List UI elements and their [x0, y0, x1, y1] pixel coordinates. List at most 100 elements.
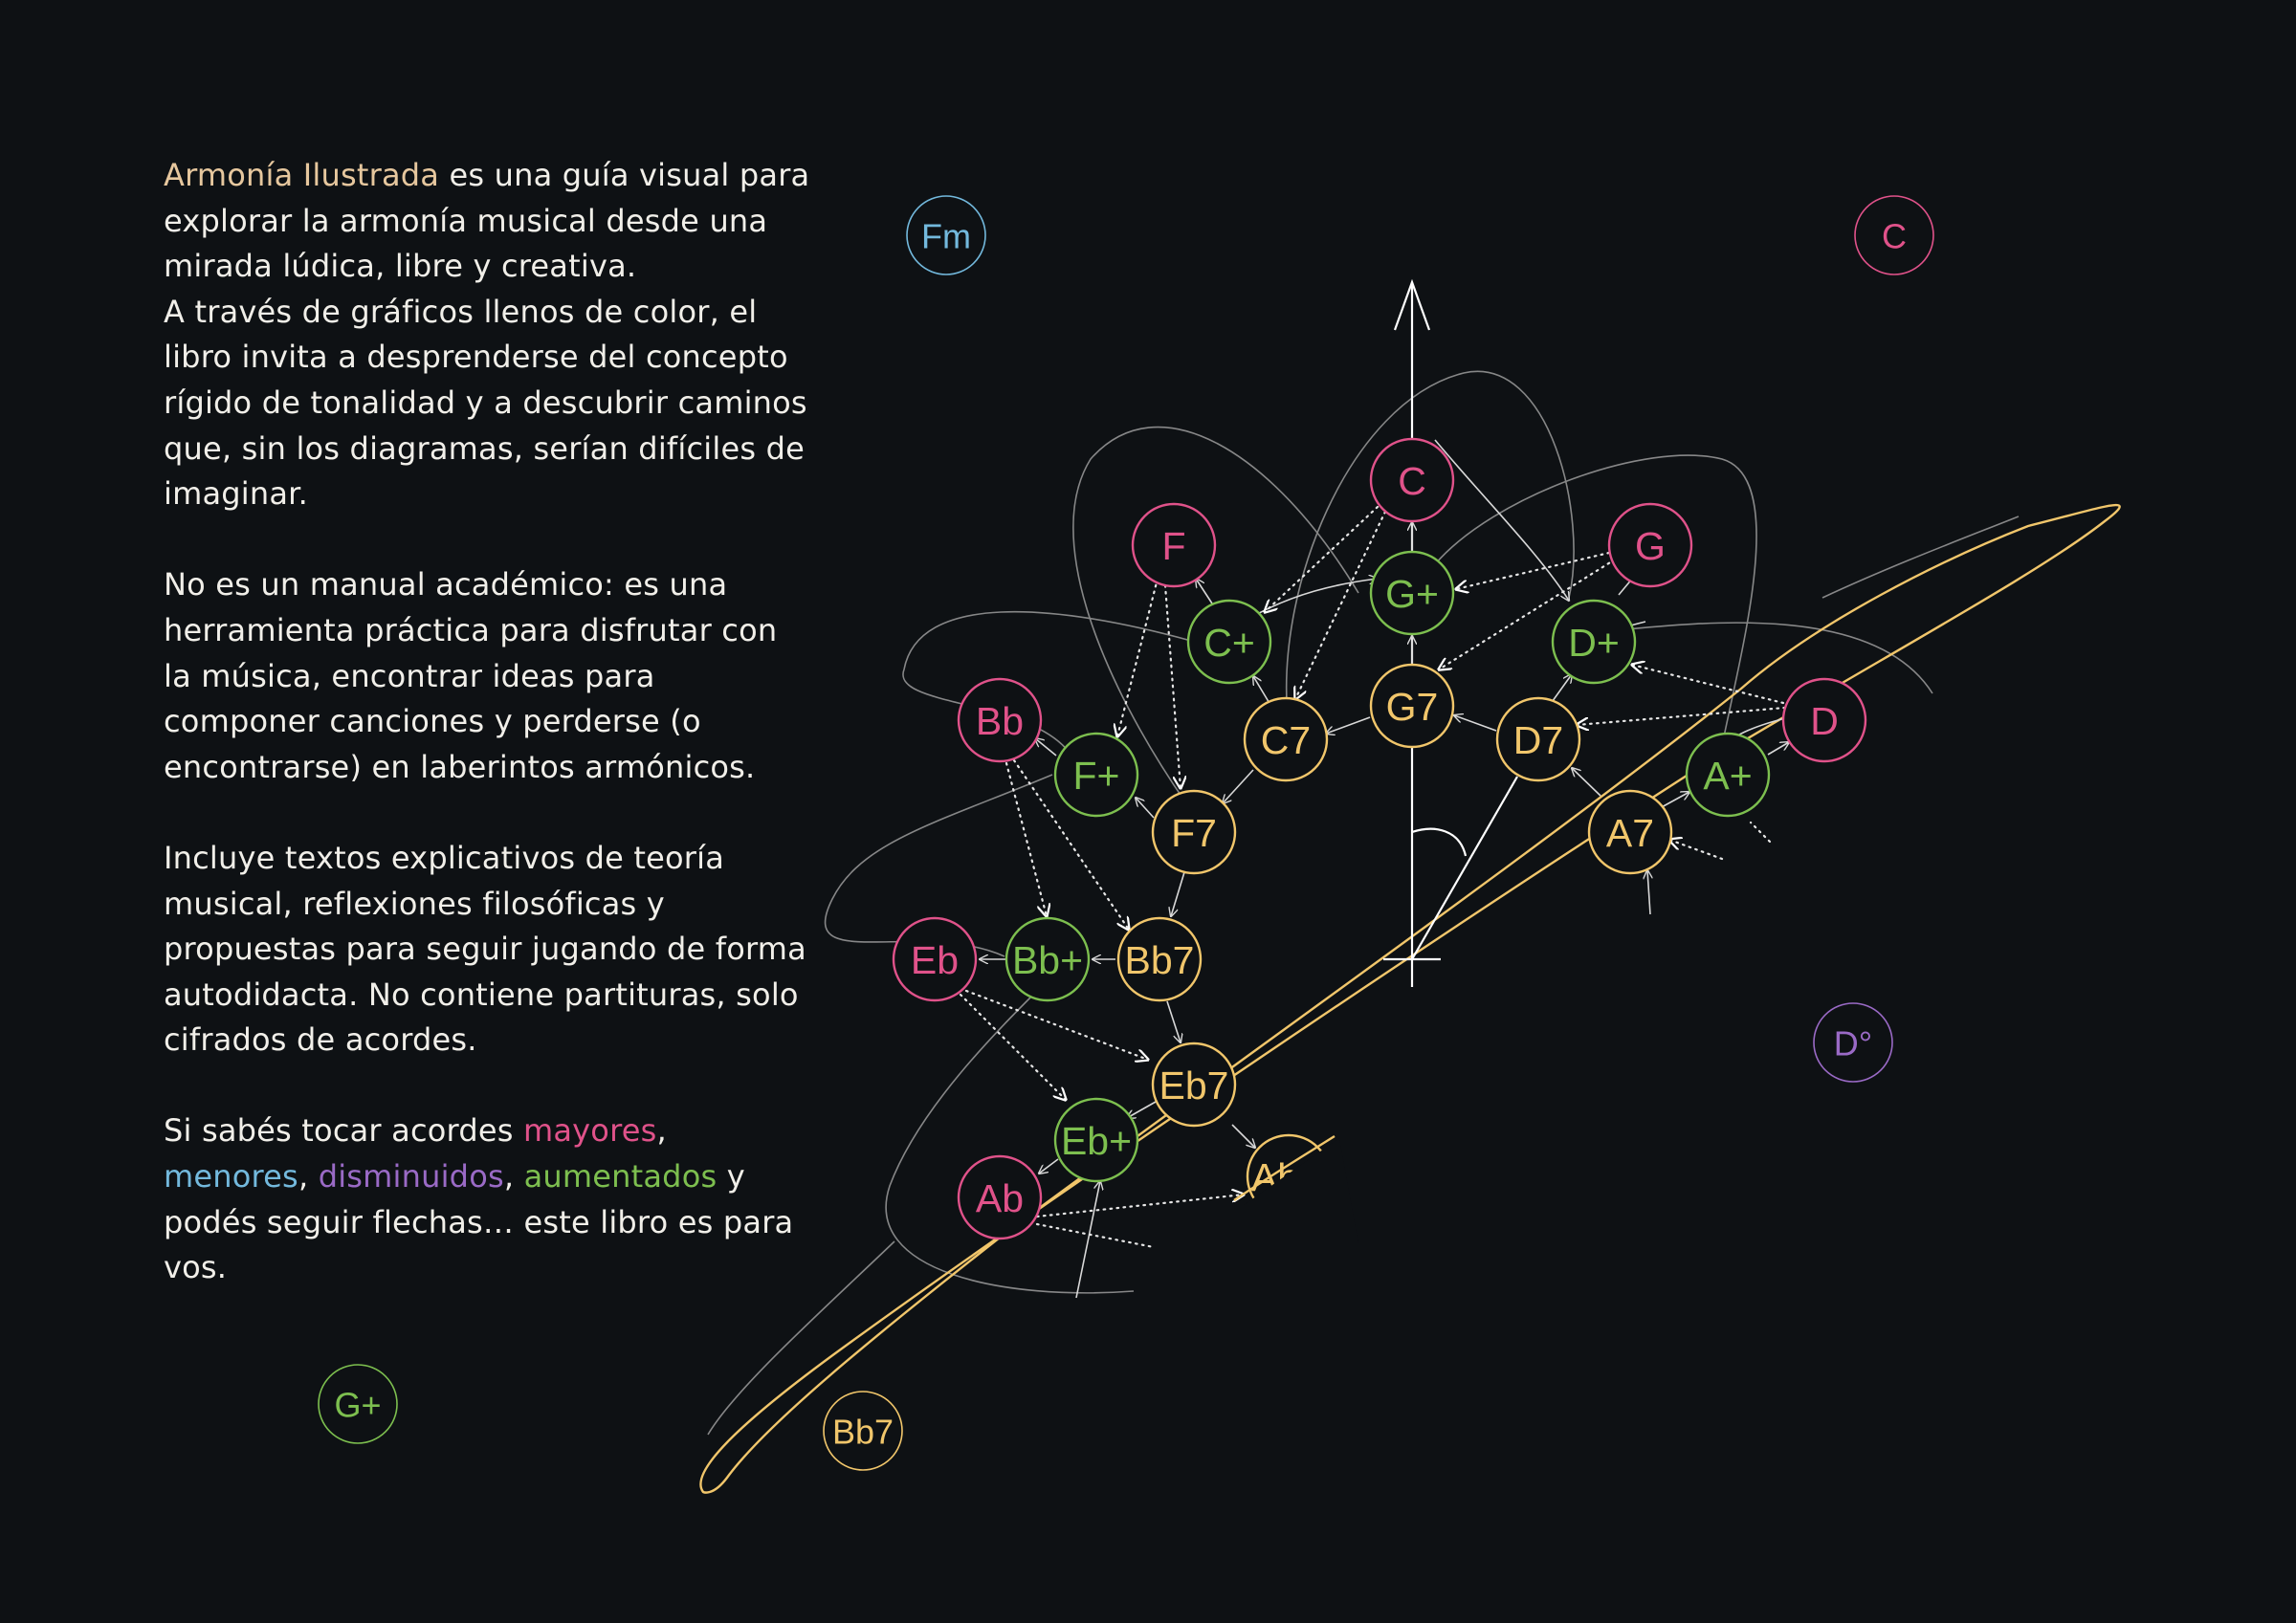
node-c7-label: C7 [1261, 718, 1311, 762]
floating-g-aug-label: G+ [334, 1386, 381, 1425]
dot-ellipse-to-a7 [1669, 840, 1724, 861]
node-ab-label: Ab [976, 1176, 1024, 1220]
node-d-aug: D+ [1551, 599, 1637, 685]
ab7-mask [1244, 1138, 1358, 1243]
node-bb-aug: Bb+ [1004, 916, 1091, 1002]
edge-a7-to-d7 [1572, 768, 1601, 797]
dot-g-to-g-aug [1456, 551, 1611, 589]
node-d7-label: D7 [1513, 718, 1563, 762]
word-disminuidos: disminuidos [318, 1158, 504, 1195]
paragraph-2: No es un manual académico: es una herram… [164, 566, 778, 785]
node-a-aug-label: A+ [1703, 754, 1752, 798]
loop-ab-bottom [885, 984, 1135, 1294]
book-title: Armonía Ilustrada [164, 157, 440, 193]
edge-f-aug-to-bb [1035, 738, 1057, 757]
edge-eb7-to-ab7 [1231, 1124, 1255, 1148]
axis-angle-arc [1411, 827, 1468, 857]
dot-bb-to-bb-aug [1004, 761, 1047, 916]
comma-1: , [656, 1112, 667, 1150]
edge-g-aug-curve [1243, 579, 1378, 623]
node-eb-aug-label: Eb+ [1061, 1119, 1132, 1163]
paragraph-4-start: Si sabés tocar acordes [164, 1112, 523, 1150]
edge-bottom-to-a7 [1647, 870, 1650, 915]
floating-g-aug: G+ [318, 1364, 398, 1444]
node-eb: Eb [892, 916, 978, 1002]
node-c-aug-label: C+ [1203, 621, 1255, 665]
node-eb-label: Eb [911, 938, 959, 982]
node-g7: G7 [1369, 663, 1455, 749]
dot-bb-to-bb7 [1012, 758, 1129, 930]
node-c-label: C [1398, 459, 1426, 503]
edge-f7-to-f-aug [1136, 798, 1155, 819]
node-f: F [1131, 502, 1217, 588]
ab7-mask-edge [1233, 1134, 1336, 1201]
node-g-aug-label: G+ [1385, 572, 1439, 616]
node-f-label: F [1161, 524, 1185, 568]
floating-bb7-label: Bb7 [832, 1413, 894, 1452]
paragraph-4: Si sabés tocar acordes mayores, menores,… [164, 1108, 814, 1290]
dot-f-to-f7 [1163, 583, 1181, 788]
edge-c7-to-c-aug [1253, 676, 1271, 706]
comma-2: , [298, 1158, 319, 1195]
node-c: C [1369, 437, 1455, 523]
dot-ellipse-to-a-aug [1749, 821, 1772, 844]
node-d-aug-label: D+ [1568, 621, 1620, 665]
edge-bb7-to-eb7 [1166, 1000, 1181, 1042]
node-f7-label: F7 [1171, 811, 1217, 855]
floating-fm: Fm [906, 195, 986, 275]
axis-arrowhead [1393, 278, 1431, 331]
node-a7-label: A7 [1606, 811, 1654, 855]
dot-eb-to-eb7 [964, 989, 1148, 1060]
edge-a7-to-a-aug [1659, 792, 1689, 809]
chord-nodes: C F G Bb D Eb Ab G+ C+ D+ F+ A+ Bb+ Eb+ … [892, 437, 1867, 1243]
node-a7: A7 [1587, 789, 1673, 875]
node-f7: F7 [1151, 789, 1237, 875]
word-aumentados: aumentados [523, 1158, 718, 1195]
node-bb: Bb [957, 677, 1043, 763]
dot-d-to-d7 [1577, 706, 1787, 725]
dot-c-to-c-aug [1265, 505, 1380, 612]
loop-g-right [1434, 454, 1757, 747]
edge-d7-to-g7 [1454, 715, 1497, 732]
edge-c7-to-f7 [1223, 769, 1254, 803]
node-d-label: D [1810, 699, 1839, 743]
floating-c: C [1854, 195, 1934, 275]
floating-chords: Fm C D° G+ Bb7 [318, 195, 1934, 1471]
orange-ellipse [699, 503, 2121, 1494]
node-eb7: Eb7 [1151, 1042, 1237, 1128]
axis-diagonal [1411, 776, 1518, 960]
edge-f7-to-bb7 [1171, 871, 1185, 916]
comma-3: , [503, 1158, 524, 1195]
intro-text: Armonía Ilustrada es una guía visual par… [164, 153, 814, 1336]
loop-c7-top [1285, 370, 1575, 726]
paragraph-1: Armonía Ilustrada es una guía visual par… [164, 153, 814, 517]
floating-dim-label: D° [1834, 1024, 1872, 1064]
node-bb7: Bb7 [1116, 916, 1203, 1002]
node-c7: C7 [1243, 696, 1329, 782]
loop-fplus-left [902, 610, 1192, 757]
word-mayores: mayores [522, 1112, 657, 1150]
dot-c-to-c7 [1295, 510, 1387, 699]
node-bb-label: Bb [976, 699, 1024, 743]
floating-c-label: C [1882, 217, 1907, 256]
edge-a-aug-to-d [1767, 742, 1789, 756]
loop-long-left [707, 1240, 895, 1436]
edge-c-to-d-aug [1434, 439, 1569, 601]
paragraph-3: Incluye textos explicativos de teoría mu… [164, 839, 806, 1059]
edge-c-aug-to-f [1196, 579, 1213, 604]
node-eb-aug: Eb+ [1053, 1097, 1139, 1183]
node-g7-label: G7 [1386, 685, 1439, 729]
floating-bb7: Bb7 [823, 1391, 903, 1471]
node-g-label: G [1635, 524, 1666, 568]
solid-connectors [980, 439, 1789, 1299]
word-menores: menores [164, 1158, 298, 1195]
edge-eb-aug-to-ab [1039, 1158, 1059, 1173]
node-c-aug: C+ [1186, 599, 1272, 685]
node-bb-aug-label: Bb+ [1012, 938, 1083, 982]
dot-d-to-d-aug [1632, 665, 1785, 705]
floating-fm-label: Fm [921, 217, 971, 256]
node-bb7-label: Bb7 [1125, 938, 1195, 982]
edge-d7-to-d-aug [1549, 674, 1572, 706]
axis-symbol [1383, 278, 1518, 987]
